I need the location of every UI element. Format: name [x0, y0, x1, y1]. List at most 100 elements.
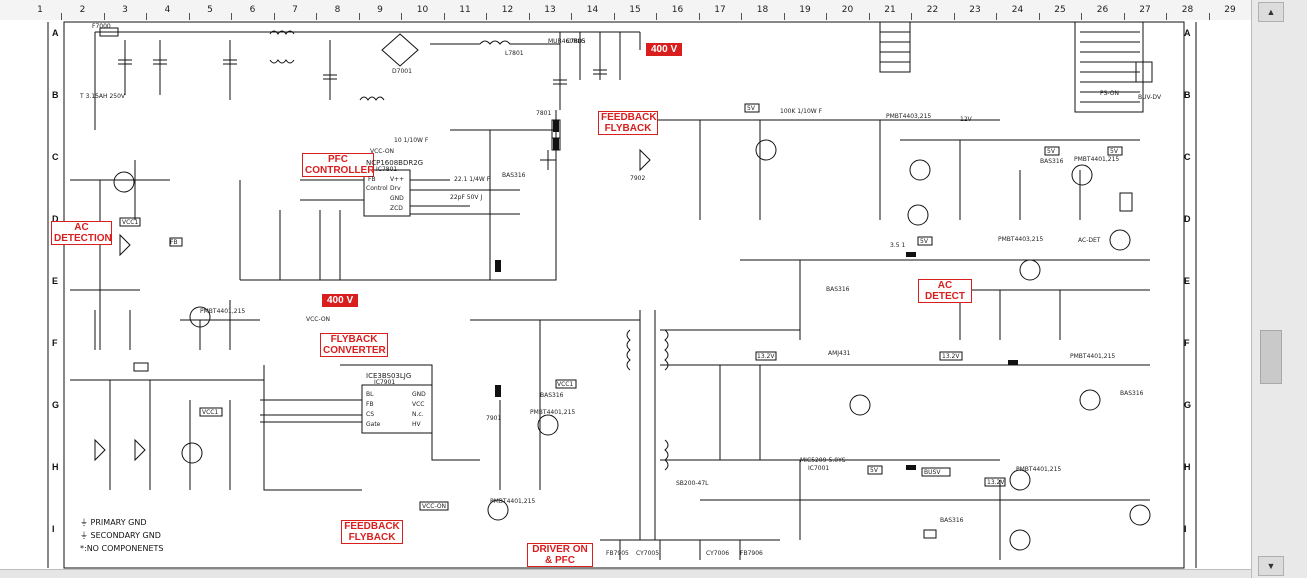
ycap-1-ref: CY7005	[636, 550, 660, 557]
diode-schottky-ref: SB200-47L	[676, 480, 709, 487]
ruler-number: 6	[249, 5, 256, 15]
regulator-ref: IC7001	[808, 465, 830, 472]
flyback-pin-fb: FB	[366, 401, 374, 408]
ruler-number: 5	[207, 5, 213, 15]
diode-fast-ref: MUR460RLG	[548, 38, 586, 45]
primary-return-rail	[240, 110, 557, 281]
flyback-pin-vcc: VCC	[412, 401, 425, 408]
fuse-rating: T 3.15AH 250V	[80, 93, 126, 100]
ruler-number: 27	[1139, 5, 1151, 15]
row-letter: H	[52, 462, 59, 472]
ruler-number: 23	[969, 5, 981, 15]
ruler-tick	[1166, 13, 1168, 20]
diode-c-ref: BAS316	[826, 286, 850, 293]
flyback-ic-part: ICE3BS03LJG	[366, 372, 412, 380]
vertical-scrollbar[interactable]: ▲ ▼	[1251, 0, 1307, 578]
row-letter: A	[52, 28, 59, 38]
ruler-tick	[1208, 13, 1210, 20]
ruler-number: 7	[292, 5, 298, 15]
pfc-ic-ref: IC7801	[376, 166, 398, 173]
fuse-ref: F7000	[92, 23, 111, 30]
resistor-c-label: 22.1 1/4W F	[454, 176, 491, 183]
ruler-tick	[401, 13, 403, 20]
ferrite-2-ref: FB7906	[740, 550, 763, 557]
schematic-drawing	[47, 21, 1197, 569]
scroll-thumb[interactable]	[1260, 330, 1282, 384]
net-buv-dv: BUV-DV	[1138, 94, 1162, 101]
pfc-ic-body	[363, 169, 411, 217]
ruler-number: 18	[756, 5, 769, 15]
bridge-ref: D7001	[392, 68, 412, 75]
diode-b-ref: BAS316	[1040, 158, 1064, 165]
row-letter: G	[1184, 400, 1192, 410]
net-vcc1-left: VCC1	[122, 219, 139, 226]
opto-ref: 7902	[630, 175, 646, 182]
ruler-number: 3	[122, 5, 128, 15]
ruler-tick	[868, 13, 870, 20]
ruler-tick	[358, 13, 360, 20]
pfc-pin-fb: FB	[368, 176, 376, 183]
ruler-number: 13	[544, 5, 556, 15]
ruler-tick	[1123, 13, 1125, 20]
ruler-number: 22	[926, 5, 939, 15]
ruler-tick	[826, 13, 828, 20]
ruler-tick	[231, 13, 233, 20]
callout-400v-top: 400 V	[646, 43, 683, 56]
ruler-tick	[316, 13, 318, 20]
ruler-tick	[571, 13, 573, 20]
ruler-number: 19	[799, 5, 811, 15]
ruler-tick	[911, 13, 913, 20]
horizontal-scrollbar[interactable]	[0, 569, 1252, 578]
ruler-tick	[273, 13, 275, 20]
ruler-number: 20	[841, 5, 854, 15]
ruler-number: 29	[1224, 5, 1236, 15]
row-letter: I	[1184, 524, 1187, 534]
net-vcc-on-mid: VCC-ON	[306, 316, 331, 323]
scroll-up-button[interactable]: ▲	[1258, 2, 1284, 22]
callout-400v-mid: 400 V	[322, 294, 359, 307]
row-letter: F	[1184, 338, 1190, 348]
ruler-number: 21	[884, 5, 896, 15]
net-5v-mid: 5V	[920, 238, 928, 245]
flyback-ic-body	[361, 384, 433, 434]
ruler-tick	[996, 13, 998, 20]
ruler-tick	[656, 13, 658, 20]
ruler-number: 4	[164, 5, 171, 15]
flyback-ic-ref: IC7901	[374, 379, 396, 386]
ruler-number: 11	[459, 5, 471, 15]
callout-ac-detect: AC DETECT	[918, 279, 972, 303]
ruler-number: 16	[671, 5, 684, 15]
bridge-rectifier	[381, 33, 419, 67]
cap-400v-ref: C7805	[566, 38, 586, 45]
connector-block	[1074, 21, 1144, 113]
scroll-down-button[interactable]: ▼	[1258, 556, 1284, 576]
row-letter: E	[52, 276, 59, 286]
callout-pfc-controller: PFC CONTROLLER	[302, 153, 374, 177]
net-12v: 12V	[960, 116, 972, 123]
transistor-f-ref: PMBT4401,215	[530, 409, 576, 416]
ground-legend: ⏚ PRIMARY GND ⏚ SECONDARY GND *:NO COMPO…	[80, 516, 163, 555]
ruler-tick	[1038, 13, 1040, 20]
ruler-tick	[61, 13, 63, 20]
diode-d-ref: BAS316	[1120, 390, 1144, 397]
ruler-tick	[103, 13, 105, 20]
row-letter: H	[1184, 462, 1191, 472]
row-letter: E	[1184, 276, 1191, 286]
fuse-symbol	[99, 27, 119, 37]
net-5v-top: 5V	[747, 105, 755, 112]
legend-primary-gnd: ⏚ PRIMARY GND	[80, 518, 147, 527]
row-letter: F	[52, 338, 58, 348]
diode-a-ref: BAS316	[502, 172, 526, 179]
flyback-pin-gnd: GND	[412, 391, 426, 398]
row-letter: D	[1184, 214, 1191, 224]
ruler-tick	[443, 13, 445, 20]
net-5v-far: 5V	[1110, 148, 1118, 155]
row-letter: G	[52, 400, 60, 410]
transistor-b-ref: PMBT4401,215	[1074, 156, 1120, 163]
ruler-number: 28	[1181, 5, 1194, 15]
flyback-pin-nc: N.c.	[412, 411, 424, 418]
net-vcc-on-bottom: VCC-ON	[422, 503, 447, 510]
ruler-number: 24	[1011, 5, 1024, 15]
